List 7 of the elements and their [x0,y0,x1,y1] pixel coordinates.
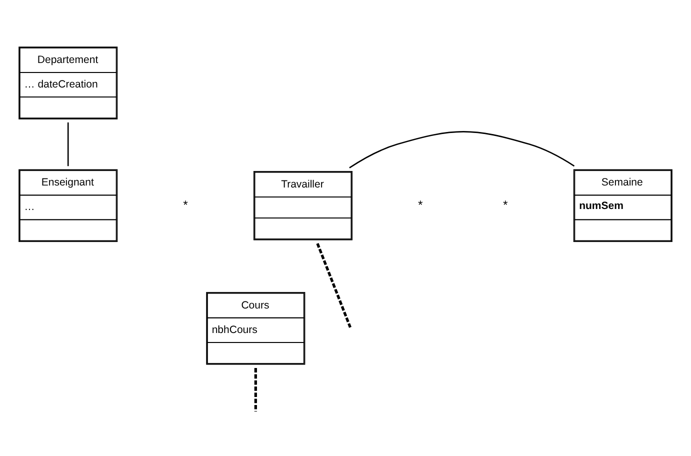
connector [254,368,257,412]
label: * [503,198,508,212]
connector [67,122,69,166]
label: * [183,198,188,212]
label: * [418,198,423,212]
connector [316,243,352,328]
connector [349,131,575,168]
